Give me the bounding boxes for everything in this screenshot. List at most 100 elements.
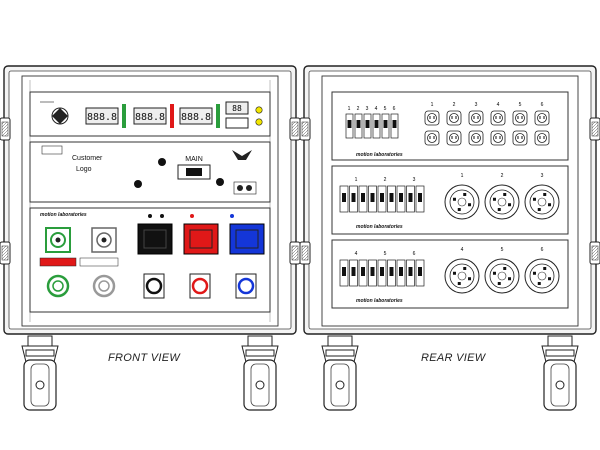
twist-breaker-pole[interactable] <box>387 185 396 213</box>
red-camlok-panel[interactable] <box>183 223 219 255</box>
twist-breaker-pole[interactable] <box>368 259 377 287</box>
twistlock-number: 5 <box>501 247 504 253</box>
rear-top-breaker-number: 3 <box>366 106 369 112</box>
twist-breaker-pole[interactable] <box>339 259 349 287</box>
green-connector-lower[interactable] <box>46 274 70 298</box>
rear-top-outlet[interactable]: 2 <box>446 102 462 146</box>
black-powercon[interactable] <box>143 273 165 299</box>
twist-breaker-number: 1 <box>355 177 358 183</box>
caster-wheel <box>21 335 59 411</box>
rear-left-latch-upper <box>299 117 311 141</box>
caster-wheel <box>241 335 279 411</box>
front-left-latch-lower <box>0 241 11 265</box>
customer-logo-line1: Customer <box>72 155 103 162</box>
twist-breaker-pole[interactable] <box>396 185 406 213</box>
main-breaker-label: MAIN <box>185 156 203 163</box>
caster-wheel <box>321 335 359 411</box>
bird-logo-icon <box>232 150 252 160</box>
rear-top-breaker[interactable]: 1 <box>345 106 354 139</box>
twistlock-number: 4 <box>461 247 464 253</box>
rear-top-breaker[interactable]: 5 <box>381 106 390 139</box>
rear-top-breaker[interactable]: 3 <box>363 106 372 139</box>
twistlock-receptacle[interactable] <box>484 184 520 220</box>
indicator-led-bottom <box>255 118 263 126</box>
rear-top-outlet-number: 2 <box>453 102 456 108</box>
rear-top-breaker-number: 6 <box>393 106 396 112</box>
rear-top-breaker-number: 2 <box>357 106 360 112</box>
twistlock-receptacle[interactable] <box>444 258 480 294</box>
rear-top-outlet-number: 5 <box>519 102 522 108</box>
twistlock-receptacle[interactable] <box>524 184 560 220</box>
panel-hole-center <box>158 158 166 166</box>
black-camlok-panel[interactable] <box>137 223 173 255</box>
rear-top-outlets: 1 2 3 4 5 6 <box>424 102 550 146</box>
casters <box>21 335 579 411</box>
panel-hole-right <box>216 178 224 186</box>
meter-readout-1: 888.8 <box>87 112 117 123</box>
cert-badges <box>233 181 257 195</box>
front-left-latch-upper <box>0 117 11 141</box>
twist-breaker-pole[interactable] <box>358 185 368 213</box>
small-display: 88 <box>225 101 249 129</box>
meter-display-1: 888.8 <box>85 104 126 128</box>
rear-right-latch-upper <box>589 117 600 141</box>
twistlock-receptacle[interactable] <box>524 258 560 294</box>
twist-breaker-pole[interactable] <box>406 185 415 213</box>
twist-breaker-pole[interactable] <box>396 259 406 287</box>
twist-breaker-pole[interactable] <box>415 259 425 287</box>
twist-breaker-pole[interactable] <box>349 185 358 213</box>
twist-breaker-pole[interactable] <box>387 259 396 287</box>
twist-breaker-pole[interactable] <box>368 185 377 213</box>
connector-indicator-dots <box>148 214 234 218</box>
rear-top-outlet-number: 4 <box>497 102 500 108</box>
rear-top-outlet[interactable]: 5 <box>512 102 528 146</box>
twist-breaker-pole[interactable] <box>349 259 358 287</box>
caster-wheel <box>541 335 579 411</box>
rear-top-outlet-number: 1 <box>431 102 434 108</box>
main-breaker-switch[interactable] <box>177 164 211 180</box>
twist-breaker-pole[interactable] <box>377 259 387 287</box>
twist-breaker-pole[interactable] <box>377 185 387 213</box>
twist-breaker-number: 3 <box>413 177 416 183</box>
twist-breaker-number: 6 <box>413 251 416 257</box>
twist-breaker-number: 5 <box>384 251 387 257</box>
front-brand-label: motion laboratories <box>40 212 87 218</box>
twist-breaker-pole[interactable] <box>415 185 425 213</box>
rear-top-breaker[interactable]: 2 <box>354 106 363 139</box>
front-connector-panel: motion laboratories <box>29 207 271 313</box>
twistlock-receptacle[interactable] <box>444 184 480 220</box>
blue-powercon[interactable] <box>235 273 257 299</box>
twistlock-number: 1 <box>461 173 464 179</box>
gray-connector-upper[interactable] <box>91 227 117 253</box>
twist-breaker-pole[interactable] <box>406 259 415 287</box>
rear-brand-label-bottom: motion laboratories <box>356 298 403 304</box>
red-powercon[interactable] <box>189 273 211 299</box>
rear-top-breaker-number: 5 <box>384 106 387 112</box>
rear-top-outlet-number: 3 <box>475 102 478 108</box>
twist-breaker-pole[interactable] <box>358 259 368 287</box>
meter-display-2: 888.8 <box>133 104 174 128</box>
small-readout: 88 <box>232 104 242 113</box>
blue-camlok-panel[interactable] <box>229 223 265 255</box>
twistlock-receptacle[interactable] <box>484 258 520 294</box>
rear-top-outlet[interactable]: 3 <box>468 102 484 146</box>
gray-connector-lower[interactable] <box>92 274 116 298</box>
front-view-caption: FRONT VIEW <box>108 352 181 364</box>
rear-top-outlet[interactable]: 1 <box>424 102 440 146</box>
rear-top-outlet[interactable]: 6 <box>534 102 550 146</box>
green-connector-upper[interactable] <box>45 227 71 253</box>
rear-mid-twistlocks: 1 2 3 <box>444 173 560 220</box>
twistlock-number: 2 <box>501 173 504 179</box>
rear-top-breaker-number: 4 <box>375 106 378 112</box>
twistlock-number: 3 <box>541 173 544 179</box>
rear-top-outlet[interactable]: 4 <box>490 102 506 146</box>
rear-top-breaker[interactable]: 4 <box>372 106 381 139</box>
rear-top-breaker[interactable]: 6 <box>390 106 399 139</box>
brand-logo-icon <box>51 107 69 125</box>
twist-breaker-pole[interactable] <box>339 185 349 213</box>
rear-left-latch-lower <box>299 241 311 265</box>
